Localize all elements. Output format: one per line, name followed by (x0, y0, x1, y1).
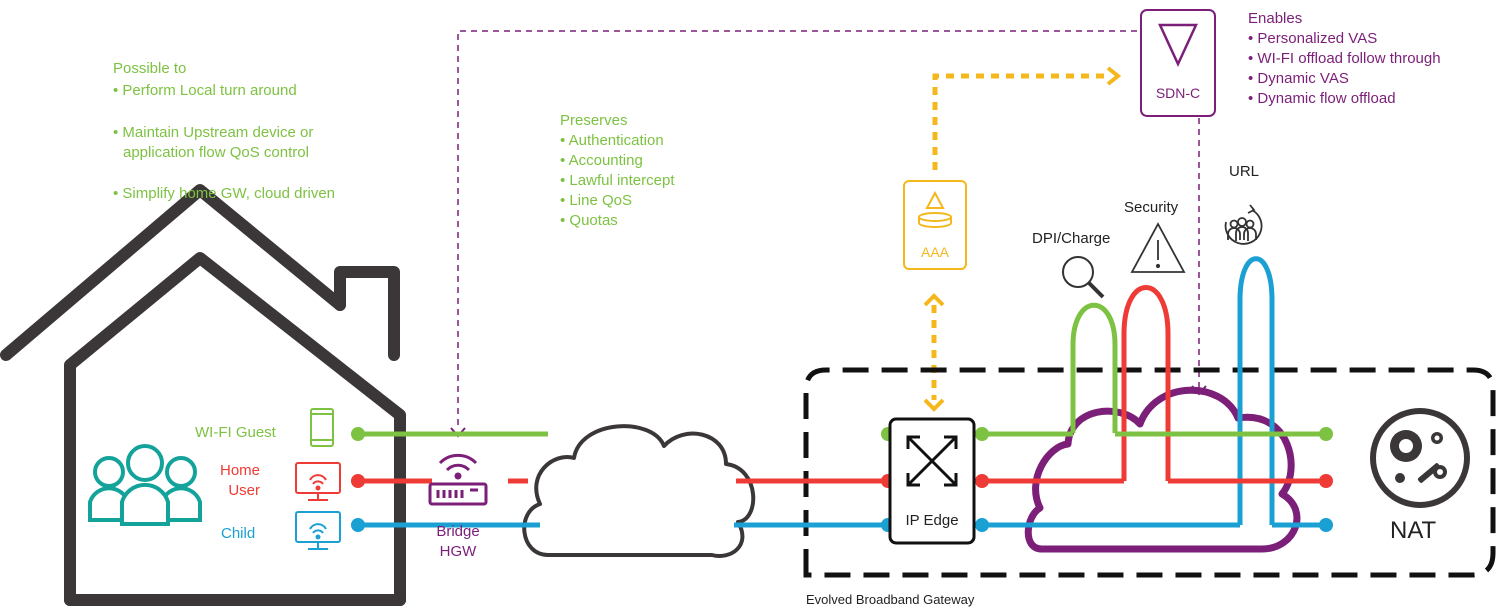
aaa-link (931, 73, 1108, 400)
child-label: Child (221, 525, 256, 542)
aaa-box (903, 180, 967, 270)
magnifier-icon (1062, 256, 1105, 299)
bridge-line2: HGW (439, 543, 477, 560)
dpi-label: DPI/Charge (1032, 230, 1111, 247)
preserves-item: Authentication (560, 131, 674, 151)
sdn-c-label: SDN-C (1155, 85, 1201, 101)
enables-item: Personalized VAS (1248, 29, 1441, 49)
preserves-item: Accounting (560, 151, 674, 171)
gear-wrench-icon (1370, 408, 1470, 508)
home-pc-icon (295, 462, 341, 501)
possible-block: Possible to • Perform Local turn around … (113, 59, 335, 204)
database-icon (918, 190, 952, 228)
house-outline (0, 184, 406, 606)
enables-item: WI-FI offload follow through (1248, 49, 1440, 69)
sdn-control-line (457, 30, 1200, 425)
enables-list: Personalized VAS WI-FI offload follow th… (1248, 29, 1441, 109)
child-pc-icon (295, 511, 341, 550)
ip-edge-label: IP Edge (905, 512, 959, 529)
router-icon (428, 453, 488, 506)
aaa-arrow-right (1106, 66, 1122, 86)
bridge-hgw-label: Bridge HGW (436, 522, 480, 562)
warning-icon (1130, 222, 1186, 273)
possible-item: • Simplify home GW, cloud driven (113, 185, 335, 202)
bridge-line1: Bridge (436, 523, 480, 540)
preserves-block: Preserves Authentication Accounting Lawf… (560, 111, 674, 231)
preserves-item: Lawful intercept (560, 171, 674, 191)
enables-block: Enables Personalized VAS WI-FI offload f… (1248, 9, 1441, 109)
url-label: URL (1229, 163, 1260, 180)
users-icon (88, 444, 202, 526)
home-user-line2: User (228, 482, 260, 499)
home-user-label: Home User (218, 461, 260, 501)
enables-item: Dynamic VAS (1248, 69, 1441, 89)
possible-heading: Possible to (113, 60, 187, 77)
possible-item-cont: application flow QoS control (123, 144, 309, 161)
guest-label: WI-FI Guest (195, 424, 276, 441)
url-users-icon (1224, 204, 1263, 245)
aaa-label: AAA (920, 244, 949, 260)
security-label: Security (1124, 199, 1179, 216)
nat-label: NAT (1390, 517, 1437, 544)
home-user-line1: Home (219, 462, 260, 479)
preserves-list: Authentication Accounting Lawful interce… (560, 131, 675, 231)
possible-item: • Perform Local turn around (113, 82, 297, 99)
aaa-arrow-up (923, 293, 945, 307)
preserves-item: Quotas (560, 211, 674, 231)
preserves-heading: Preserves (560, 112, 628, 129)
security-loop (1121, 285, 1171, 481)
enables-heading: Enables (1248, 10, 1303, 27)
url-loop (1237, 256, 1275, 525)
ip-edge-box (888, 417, 976, 545)
gateway-boundary (803, 367, 1496, 578)
phone-icon (310, 408, 334, 447)
gateway-label: Evolved Broadband Gateway (806, 592, 975, 607)
access-cloud (522, 424, 756, 558)
cross-arrows-icon (906, 435, 958, 487)
aaa-arrow-down (923, 398, 945, 412)
controller-icon (1158, 23, 1198, 67)
possible-item: • Maintain Upstream device or (113, 124, 314, 141)
dpi-loop (1070, 302, 1118, 433)
enables-item: Dynamic flow offload (1248, 89, 1441, 109)
preserves-item: Line QoS (560, 191, 674, 211)
gateway-cloud (1024, 386, 1301, 553)
